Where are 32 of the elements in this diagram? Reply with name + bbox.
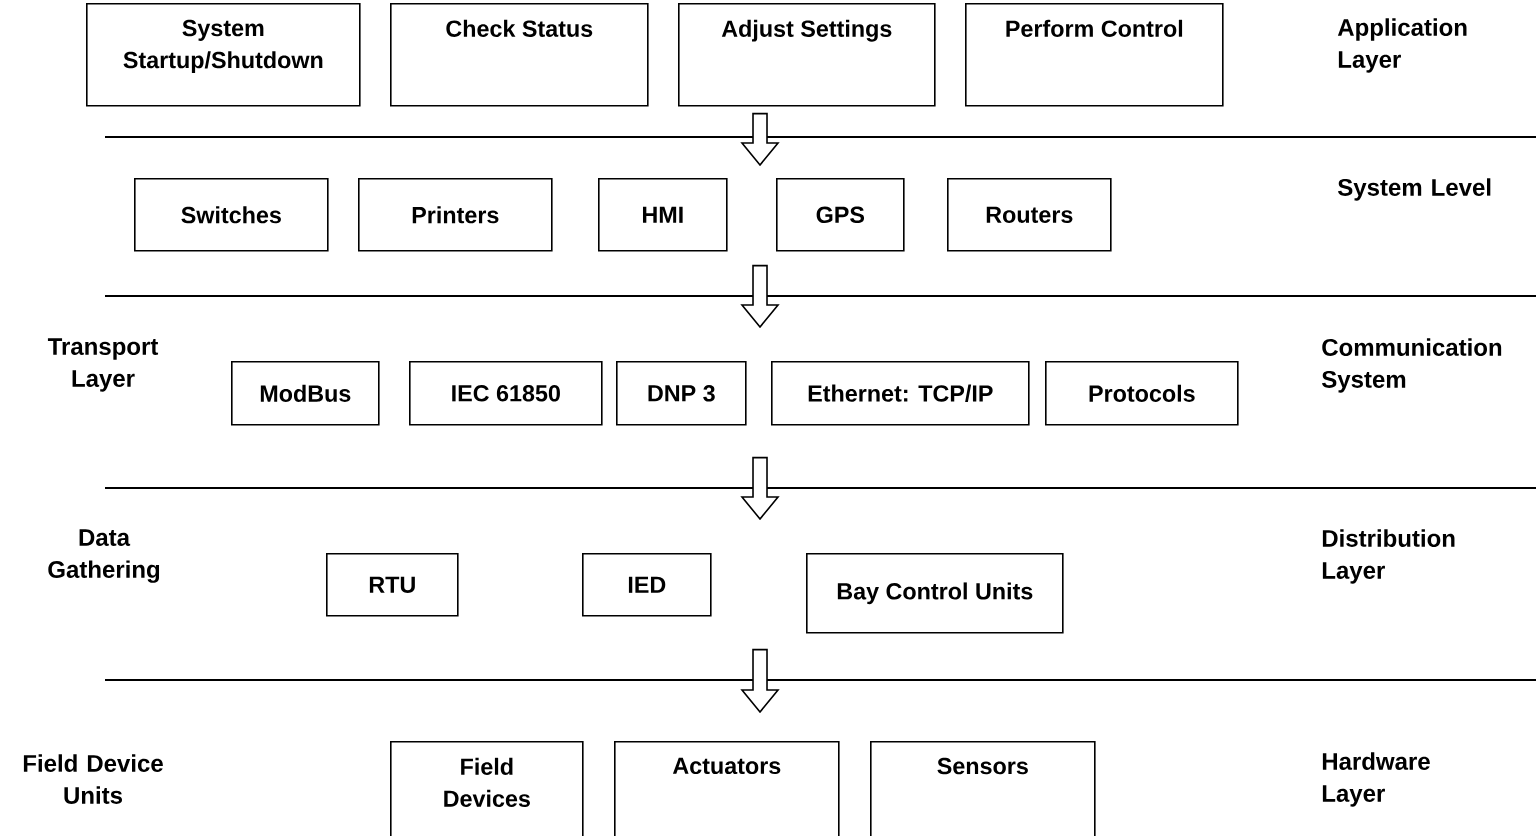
layer-box: System Startup/Shutdown [86,3,361,107]
layer-box: Routers [947,178,1112,252]
layer-box: Actuators [614,741,840,836]
layer-label: Transport Layer [47,338,159,392]
layer-box: Perform Control [965,3,1224,107]
layer-box: ModBus [231,361,380,426]
layer-label: Hardware Layer [1322,752,1430,807]
layer-label: System Level [1337,178,1491,201]
layer-box: Printers [358,178,553,252]
block-arrow [740,112,780,167]
layer-box: HMI [598,178,728,252]
block-arrow [740,264,780,329]
layer-box: GPS [776,178,905,252]
layer-box: Field Devices [390,741,584,836]
layer-label: Application Layer [1337,18,1467,73]
layer-label: Distribution Layer [1322,529,1455,584]
block-arrow [740,648,780,714]
layer-box: DNP 3 [616,361,747,426]
layer-label: Field Device Units [23,754,163,804]
layer-label: Communication System [1321,338,1502,393]
layer-box: Ethernet: TCP/IP [771,361,1030,426]
layer-box: Bay Control Units [806,553,1064,634]
layer-box: IEC 61850 [409,361,603,426]
layer-label: Data Gathering [48,529,160,583]
block-arrow [740,456,780,521]
layer-box: Protocols [1045,361,1239,426]
layer-box: IED [582,553,712,617]
layer-box: RTU [326,553,459,617]
layer-box: Check Status [390,3,649,107]
layer-box: Sensors [870,741,1096,836]
layer-box: Adjust Settings [678,3,936,107]
layer-box: Switches [134,178,329,252]
